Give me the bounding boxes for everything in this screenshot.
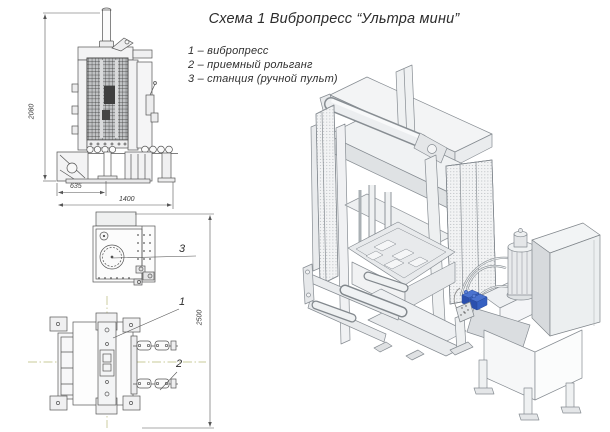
legend-item-press: 1 – вибропресс <box>188 45 269 57</box>
station-bolt-dots <box>98 234 151 279</box>
press-plan-view <box>28 213 214 429</box>
dim-front-width-inner: 635 <box>70 183 82 190</box>
iso-rollgang-conveyor <box>302 263 409 343</box>
iso-motor <box>506 228 536 301</box>
plan-rollgang <box>133 340 178 389</box>
callout-rollgang: 2 <box>176 358 183 370</box>
iso-hand-pendant <box>453 287 475 323</box>
press-front-body <box>56 7 178 184</box>
iso-valve-block <box>461 289 488 311</box>
front-view-drawing <box>43 7 178 209</box>
isometric-view <box>302 64 601 421</box>
iso-cabinet <box>531 222 601 337</box>
dim-front-width-total: 1400 <box>119 196 135 203</box>
iso-top-cylinder <box>319 93 448 164</box>
legend-item-rollgang: 2 – приемный рольганг <box>188 59 313 71</box>
legend-item-station: 3 – станция (ручной пульт) <box>188 73 338 85</box>
iso-left-mesh-panel <box>310 104 339 286</box>
iso-mold-plate <box>347 221 456 286</box>
station-valve-cluster <box>133 265 155 286</box>
page-title: Схема 1 Вибропресс “Ультра мини” <box>208 11 460 27</box>
station-top-view <box>92 211 197 286</box>
dim-lines-front-height <box>43 12 100 182</box>
front-mesh-screen <box>86 57 129 141</box>
dim-lines-front-width-inner <box>56 181 107 196</box>
front-base <box>56 151 176 184</box>
legend: 1 – вибропресс 2 – приемный рольганг 3 –… <box>188 44 338 86</box>
callout-station: 3 <box>179 243 186 255</box>
iso-hydraulic-station <box>453 228 583 421</box>
dim-lines-plan-depth <box>135 213 214 429</box>
dim-lines-front-width-total <box>58 182 174 209</box>
dim-plan-depth: 2500 <box>196 309 204 326</box>
dim-front-height: 2080 <box>28 103 36 120</box>
callout-press: 1 <box>179 296 186 308</box>
